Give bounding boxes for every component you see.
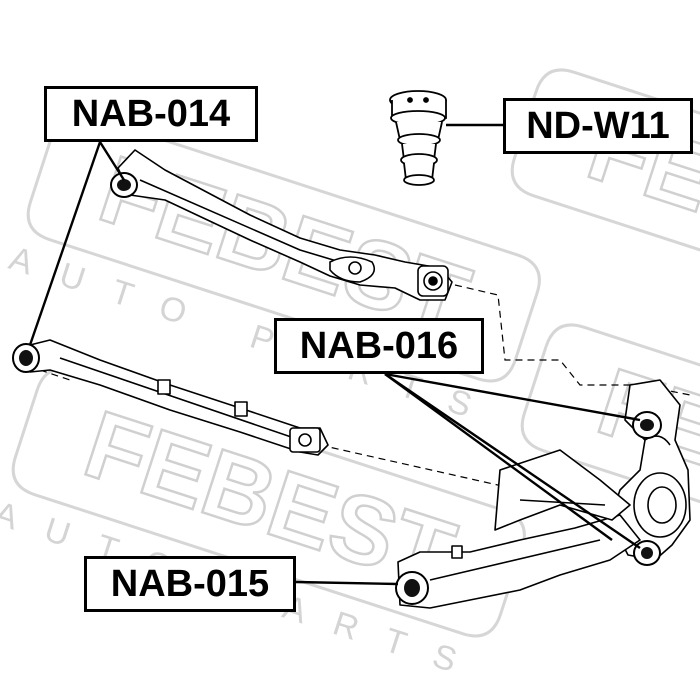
- leader-nab015: [295, 580, 399, 586]
- bushing-nab015: [395, 571, 429, 605]
- watermark-logo-upper: FEBEST AUTO PARTS: [5, 112, 541, 434]
- upper-lateral-arm: [117, 149, 453, 301]
- part-label-nd-w11: ND-W11: [503, 98, 693, 154]
- part-label-nab-015: NAB-015: [84, 556, 296, 612]
- leader-lines: [28, 123, 641, 586]
- bushing-nab016-upper: [632, 411, 662, 439]
- leader-nab014-lower: [28, 141, 102, 346]
- leader-nab014-upper: [98, 141, 126, 181]
- lower-long-arm: [29, 339, 329, 456]
- bushing-nab014-lower: [12, 343, 40, 373]
- part-label-nab-016: NAB-016: [274, 318, 484, 374]
- leader-nab016-lower: [384, 373, 641, 549]
- bushing-nab016-lower: [633, 540, 661, 566]
- bushing-nab014-upper: [110, 172, 138, 198]
- part-label-nab-014: NAB-014: [44, 86, 258, 142]
- knuckle: [609, 379, 691, 561]
- lower-control-arm: [397, 449, 641, 609]
- bump-stop: [389, 90, 447, 186]
- leader-nab016-upper: [384, 372, 641, 422]
- watermark-logo-right-top: FE: [510, 68, 700, 260]
- leader-nab016-mid: [384, 373, 613, 541]
